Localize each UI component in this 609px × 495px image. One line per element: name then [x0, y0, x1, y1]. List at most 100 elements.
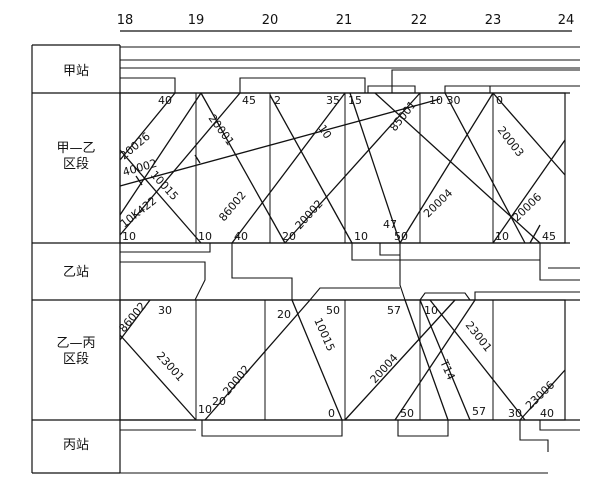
diagram-frame [31, 44, 580, 474]
bing-station-track [519, 420, 549, 452]
train-number-label: 20003 [495, 124, 527, 160]
yi-station-track [120, 261, 206, 301]
row-label-jia-station: 甲站 [63, 64, 89, 79]
jia-yi-section-box [119, 92, 566, 244]
train-number-label: 10015 [311, 316, 337, 353]
jia-station-track [367, 85, 416, 93]
arrival-minute-label: 57 [387, 304, 401, 317]
minute-numbers-yi-bing: 30 20 50 57 10 10 20 0 50 57 30 40 [158, 304, 554, 420]
hour-label: 22 [411, 13, 428, 28]
train-lines-yi-bing [119, 299, 566, 421]
jia-station-track [120, 77, 176, 93]
departure-minute-label: 50 [400, 407, 414, 420]
train-number-label: 10K422 [118, 194, 159, 230]
yi-station-track [120, 243, 211, 253]
train-line [394, 299, 476, 421]
departure-minute-label: 57 [472, 405, 486, 418]
train-line [119, 299, 151, 341]
train-number-label: 2 [274, 94, 281, 107]
bing-station-track [539, 420, 580, 431]
departure-minute-label: 0 [328, 407, 335, 420]
yi-station-track [351, 243, 540, 261]
train-line [374, 92, 541, 244]
bing-station-track [201, 420, 343, 437]
departure-minute-label: 40 [234, 230, 248, 243]
train-line [231, 92, 346, 244]
train-number-label: 20004 [368, 351, 401, 386]
arrival-minute-label: 50 [326, 304, 340, 317]
train-line [444, 92, 526, 244]
train-number-label: 20004 [421, 186, 455, 220]
yi-station-track [309, 287, 400, 301]
arrival-minute-label: 10 [424, 304, 438, 317]
train-line [492, 139, 566, 244]
departure-minute-label: 45 [542, 230, 556, 243]
arrival-minute-label: 40 [158, 94, 172, 107]
departure-minute-label: 47 [383, 218, 397, 231]
departure-minute-label: 30 [508, 407, 522, 420]
hour-label: 24 [558, 13, 575, 28]
hour-label: 23 [485, 13, 502, 28]
yi-station-track [231, 243, 293, 300]
train-number-label: 20001 [206, 112, 237, 148]
train-line [269, 94, 353, 244]
train-line [399, 92, 494, 244]
arrival-minute-label: 30 [158, 304, 172, 317]
departure-minute-label: 10 [354, 230, 368, 243]
train-number-label: 20002 [220, 363, 252, 398]
row-label-yi-station: 乙站 [63, 265, 89, 280]
train-line [194, 154, 201, 164]
train-line [119, 92, 241, 236]
departure-minute-label: 10 [198, 230, 212, 243]
train-line [492, 92, 566, 176]
departure-minute-label: 40 [540, 407, 554, 420]
train-line [419, 299, 471, 421]
train-number-label: 20006 [510, 190, 544, 224]
yi-station-track [419, 292, 471, 301]
jia-station-track [239, 77, 366, 93]
train-number-label: T14 [437, 357, 458, 382]
row-labels: 甲站 甲—乙 区段 乙站 乙—丙 区段 丙站 [56, 64, 95, 453]
row-label-jia-yi-section-line1: 甲—乙 [56, 141, 95, 156]
train-number-label: 23001 [463, 319, 495, 355]
row-label-yi-bing-section-line2: 区段 [63, 352, 89, 367]
train-number-label: 20026 [118, 130, 153, 162]
yi-station-track [539, 243, 580, 281]
train-line [519, 369, 566, 421]
train-number-label: 86002 [116, 300, 148, 335]
hour-label: 19 [188, 13, 205, 28]
arrival-minute-label: 0 [496, 94, 503, 107]
arrival-minute-label: 45 [242, 94, 256, 107]
station-tracks [120, 46, 580, 474]
yi-bing-section-box [119, 299, 566, 421]
yi-station-track [474, 291, 580, 300]
train-number-label: 10 [316, 122, 335, 141]
jia-station-track [391, 69, 580, 93]
arrival-minute-label: 15 [348, 94, 362, 107]
train-line [429, 299, 526, 421]
row-label-jia-yi-section-line2: 区段 [63, 157, 89, 172]
departure-minute-label: 20 [212, 395, 226, 408]
train-line [119, 334, 197, 421]
train-line [529, 224, 541, 244]
train-line [119, 92, 176, 161]
train-line [135, 175, 143, 186]
train-line [119, 92, 202, 216]
arrival-minute-label: 35 [326, 94, 340, 107]
hour-label: 18 [117, 13, 134, 28]
departure-minute-label: 10 [495, 230, 509, 243]
train-lines-jia-yi [119, 92, 566, 244]
section-grid [119, 92, 566, 421]
hour-label: 21 [336, 13, 353, 28]
hour-label: 20 [262, 13, 279, 28]
train-line [284, 92, 421, 244]
train-line [119, 149, 202, 244]
departure-minute-label: 10 [198, 403, 212, 416]
train-line [349, 92, 401, 244]
train-number-label: 20002 [293, 197, 326, 232]
departure-minute-label: 10 [122, 230, 136, 243]
departure-minute-label: 50 [394, 230, 408, 243]
train-line [291, 299, 343, 421]
train-line [404, 299, 449, 421]
